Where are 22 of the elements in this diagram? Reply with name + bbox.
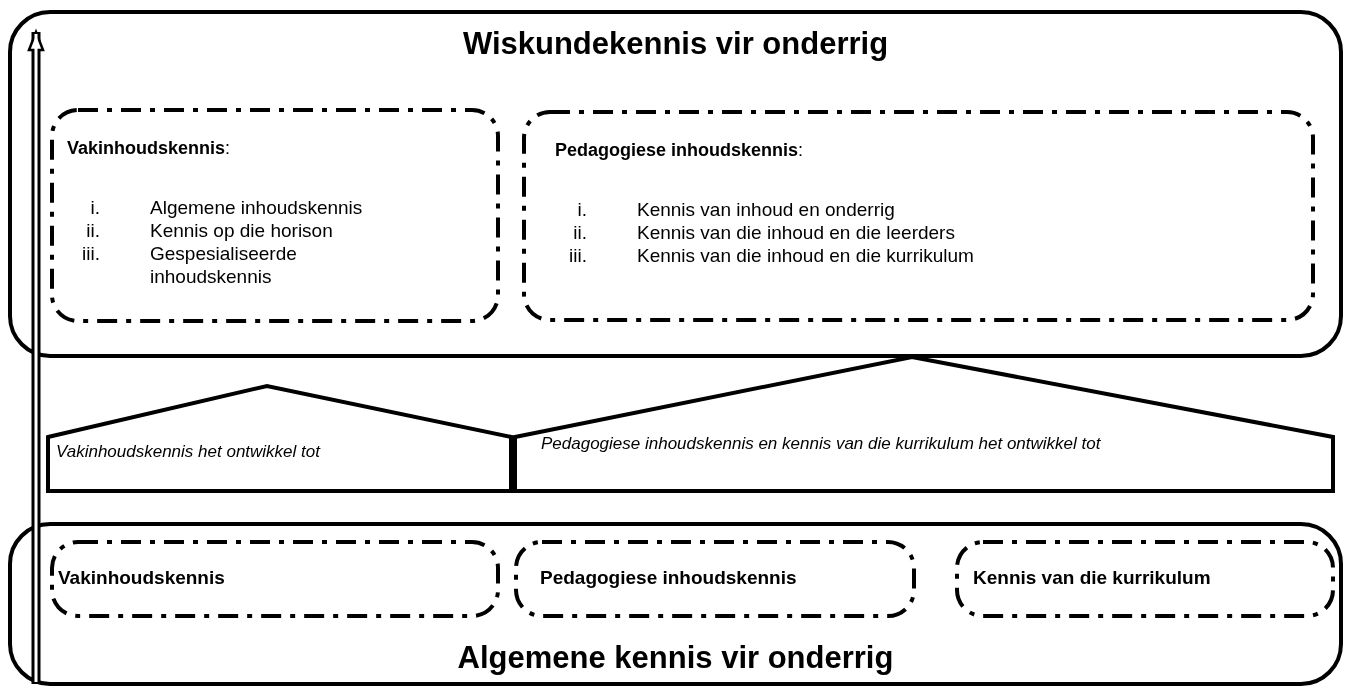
box-label: Kennis van die kurrikulum xyxy=(973,567,1211,589)
list-item: Kennis van die inhoud en die leerders xyxy=(637,221,956,244)
shape-label: Vakinhoudskennis het ontwikkel tot xyxy=(56,441,322,462)
list-item: Kennis van inhoud en onderrig xyxy=(637,198,896,221)
list-item: Kennis van die inhoud en die kurrikulum xyxy=(637,244,975,267)
list-number: i. xyxy=(576,198,587,221)
box-label: Vakinhoudskennis xyxy=(58,567,225,589)
panel-title: Algemene kennis vir onderrig xyxy=(456,640,895,676)
panel-title: Wiskundekennis vir onderrig xyxy=(461,26,890,62)
list-number: iii. xyxy=(81,242,100,266)
list-number: i. xyxy=(89,196,100,219)
heading: Pedagogiese inhoudskennis: xyxy=(555,140,804,161)
heading: Vakinhoudskennis: xyxy=(67,138,231,159)
shape-label: Pedagogiese inhoudskennis en kennis van die kurrikulum het ontwikkel tot xyxy=(541,433,1102,454)
double-line-arrow xyxy=(27,30,45,684)
list-item: Gespesialiseerde inhoudskennis xyxy=(150,242,298,288)
list-item: Kennis op die horison xyxy=(150,219,334,242)
list-item: Algemene inhoudskennis xyxy=(150,196,364,219)
list-number: ii. xyxy=(572,221,587,244)
list-number: iii. xyxy=(568,244,587,267)
box-label: Pedagogiese inhoudskennis xyxy=(540,567,797,589)
list-number: ii. xyxy=(85,219,100,242)
